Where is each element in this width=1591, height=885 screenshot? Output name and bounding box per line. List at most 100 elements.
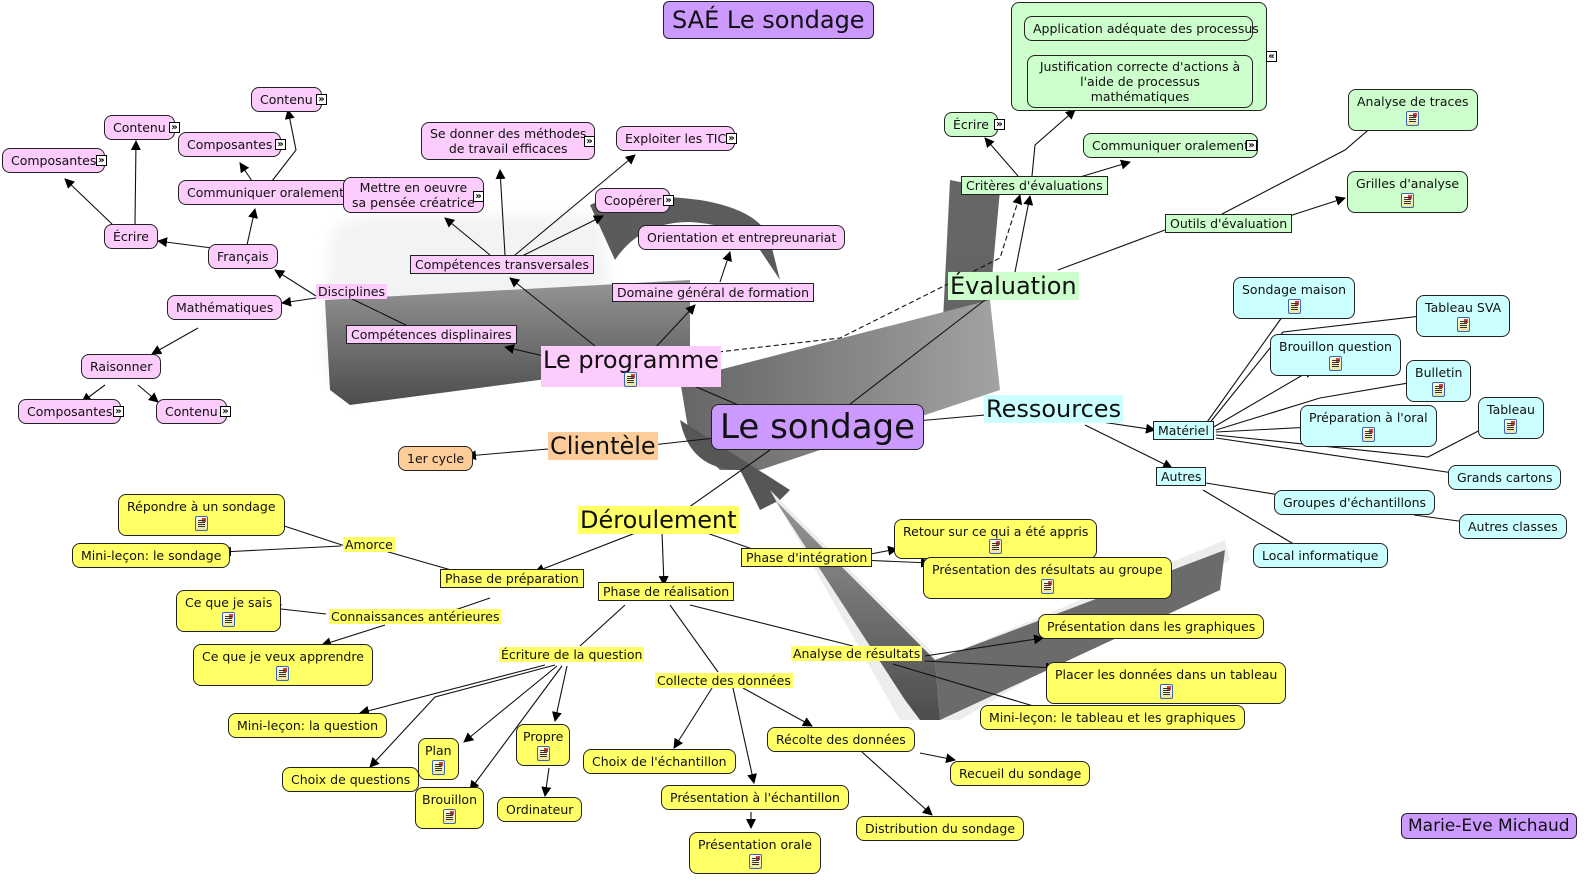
concept-preparation-oral[interactable]: Préparation à l'oral [1300,405,1437,447]
concept-application-processus[interactable]: Application adéquate des processus [1024,16,1259,41]
concept-contenu[interactable]: Contenu [104,115,175,140]
concept-competences-transversales[interactable]: Compétences transversales [410,255,594,274]
expand-icon[interactable]: » [1246,140,1257,151]
concept-phase-integration[interactable]: Phase d'intégration [741,548,873,567]
concept-domaine-general[interactable]: Domaine général de formation [612,283,814,302]
concept-justification[interactable]: Justification correcte d'actions à l'aid… [1027,55,1253,108]
concept-recolte-donnees[interactable]: Récolte des données [767,727,915,752]
expand-icon[interactable]: » [220,406,231,417]
resource-icon[interactable] [443,809,456,824]
concept-pensee-creatrice[interactable]: Mettre en oeuvre sa pensée créatrice [343,177,484,213]
concept-ecrire[interactable]: Écrire [944,112,998,137]
concept-communiquer-oralement[interactable]: Communiquer oralement [1083,133,1259,158]
resource-icon[interactable] [194,516,208,531]
concept-tableau-sva[interactable]: Tableau SVA [1416,295,1511,337]
concept-retour-appris[interactable]: Retour sur ce qui a été appris [894,519,1098,559]
resource-icon[interactable] [1040,579,1054,594]
resource-icon[interactable] [989,539,1003,554]
concept-mini-lecon-sondage[interactable]: Mini-leçon: le sondage [72,543,231,568]
resource-icon[interactable] [1432,382,1446,397]
concept-bulletin[interactable]: Bulletin [1406,360,1472,402]
concept-materiel[interactable]: Matériel [1153,421,1214,440]
concept-phase-realisation[interactable]: Phase de réalisation [598,582,735,601]
concept-choix-questions[interactable]: Choix de questions [282,767,420,792]
concept-analyse-traces[interactable]: Analyse de traces [1348,89,1478,131]
concept-mathematiques[interactable]: Mathématiques [167,295,283,320]
concept-grilles-analyse[interactable]: Grilles d'analyse [1347,171,1469,213]
expand-icon[interactable]: » [994,119,1005,130]
expand-icon[interactable]: » [584,136,595,147]
concept-repondre-sondage[interactable]: Répondre à un sondage [118,494,285,536]
concept-presentation-orale[interactable]: Présentation orale [689,832,822,874]
expand-icon[interactable]: » [726,133,737,144]
concept-francais[interactable]: Français [208,244,278,269]
resource-icon[interactable] [222,612,236,627]
concept-presentation-resultats[interactable]: Présentation des résultats au groupe [923,557,1172,599]
resource-icon[interactable] [1406,111,1420,126]
concept-local-informatique[interactable]: Local informatique [1253,543,1388,568]
resource-icon[interactable] [1456,317,1470,332]
concept-composantes[interactable]: Composantes [178,132,282,157]
concept-exploiter-tic[interactable]: Exploiter les TIC [616,126,736,151]
concept-raisonner[interactable]: Raisonner [81,354,162,379]
concept-choix-echantillon[interactable]: Choix de l'échantillon [583,749,736,774]
concept-mini-lecon-question[interactable]: Mini-leçon: la question [228,713,388,738]
concept-contenu[interactable]: Contenu [156,399,227,424]
resource-icon[interactable] [431,760,445,775]
concept-brouillon[interactable]: Brouillon [415,787,484,829]
resource-icon[interactable] [276,666,290,681]
resource-icon[interactable] [624,372,638,387]
concept-ecrire[interactable]: Écrire [104,224,158,249]
concept-grands-cartons[interactable]: Grands cartons [1448,465,1562,490]
resource-icon[interactable] [1159,684,1173,699]
concept-composantes[interactable]: Composantes [2,148,106,173]
concept-plan[interactable]: Plan [418,738,459,780]
concept-composantes[interactable]: Composantes [18,399,122,424]
concept-ce-que-je-veux-apprendre[interactable]: Ce que je veux apprendre [193,644,373,686]
expand-icon[interactable]: » [169,122,180,133]
concept-propre[interactable]: Propre [516,724,571,766]
expand-icon[interactable]: » [663,195,674,206]
resource-icon[interactable] [1287,299,1301,314]
expand-icon[interactable]: » [113,406,124,417]
concept-groupes-echantillons[interactable]: Groupes d'échantillons [1274,490,1436,515]
collapse-icon[interactable]: « [1266,51,1277,62]
expand-icon[interactable]: » [275,139,286,150]
concept-sondage-maison[interactable]: Sondage maison [1233,277,1356,319]
resource-icon[interactable] [1504,419,1518,434]
concept-tableau[interactable]: Tableau [1478,397,1544,439]
branch-le-programme[interactable]: Le programme [541,346,721,387]
concept-communiquer-oralement[interactable]: Communiquer oralement [178,180,354,205]
concept-distribution-sondage[interactable]: Distribution du sondage [856,816,1025,841]
concept-placer-donnees-tableau[interactable]: Placer les données dans un tableau [1046,662,1287,704]
concept-orientation[interactable]: Orientation et entrepreunariat [638,225,846,250]
concept-phase-preparation[interactable]: Phase de préparation [440,569,584,588]
concept-methodes-travail[interactable]: Se donner des méthodes de travail effica… [421,122,596,160]
resource-icon[interactable] [1361,427,1375,442]
branch-clientele[interactable]: Clientèle [548,432,658,460]
concept-competences-disciplinaires[interactable]: Compétences displinaires [346,325,517,344]
resource-icon[interactable] [1328,356,1342,371]
concept-presentation-graphiques[interactable]: Présentation dans les graphiques [1038,614,1265,639]
concept-ordinateur[interactable]: Ordinateur [497,797,583,822]
resource-icon[interactable] [748,854,762,869]
resource-icon[interactable] [1401,193,1415,208]
expand-icon[interactable]: » [316,94,327,105]
branch-ressources[interactable]: Ressources [984,395,1124,423]
concept-ce-que-je-sais[interactable]: Ce que je sais [176,590,282,632]
central-concept[interactable]: Le sondage [711,404,925,450]
concept-1er-cycle[interactable]: 1er cycle [398,446,474,471]
concept-autres-classes[interactable]: Autres classes [1459,514,1567,539]
concept-cooperer[interactable]: Coopérer [595,188,671,213]
branch-evaluation[interactable]: Évaluation [948,272,1079,300]
concept-autres[interactable]: Autres [1156,467,1207,486]
concept-recueil-sondage[interactable]: Recueil du sondage [950,761,1091,786]
concept-contenu[interactable]: Contenu [251,87,322,112]
concept-outils-evaluation[interactable]: Outils d'évaluation [1165,214,1293,233]
expand-icon[interactable]: » [473,191,484,202]
concept-brouillon-question[interactable]: Brouillon question [1270,334,1401,376]
concept-mini-lecon-tableau[interactable]: Mini-leçon: le tableau et les graphiques [980,705,1245,730]
concept-criteres-evaluations[interactable]: Critères d'évaluations [961,176,1108,195]
concept-presentation-echantillon[interactable]: Présentation à l'échantillon [661,785,849,810]
resource-icon[interactable] [536,746,550,761]
